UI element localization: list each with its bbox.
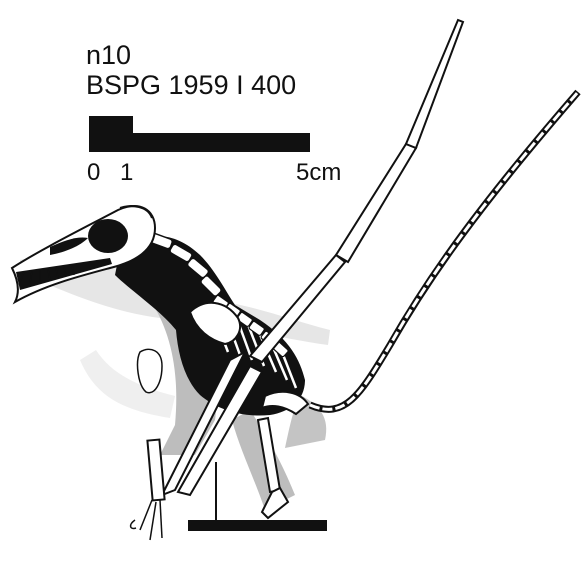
scale-tick-label-5cm: 5cm (296, 159, 342, 186)
cervical-vertebrae (149, 232, 222, 297)
scale-bar-first-segment (89, 116, 133, 152)
antorbital-fenestra (50, 237, 88, 255)
scapulocoracoid (188, 302, 242, 346)
specimen-number-label: n10 (86, 40, 132, 70)
wing-finger (248, 18, 465, 364)
skull (10, 205, 157, 305)
manus (129, 499, 163, 541)
scale-bar-remaining-segment (133, 133, 310, 152)
skull-crest (119, 205, 153, 219)
scale-tick-label-0: 0 (87, 159, 101, 186)
orbit (88, 219, 128, 253)
scale-tick-label-1: 1 (120, 159, 134, 186)
forelimb-bones (146, 349, 264, 502)
ground-scale-bar (188, 520, 327, 531)
tibia (260, 486, 290, 520)
tail (308, 89, 581, 413)
pelvis (260, 390, 310, 416)
catalog-number-label: BSPG 1959 I 400 (86, 70, 297, 100)
isolated-bone (136, 348, 163, 394)
scale-bar (89, 116, 310, 152)
wing-membrane-rear (80, 350, 175, 418)
teeth (19, 265, 75, 284)
hindlimb-bones (256, 390, 310, 520)
